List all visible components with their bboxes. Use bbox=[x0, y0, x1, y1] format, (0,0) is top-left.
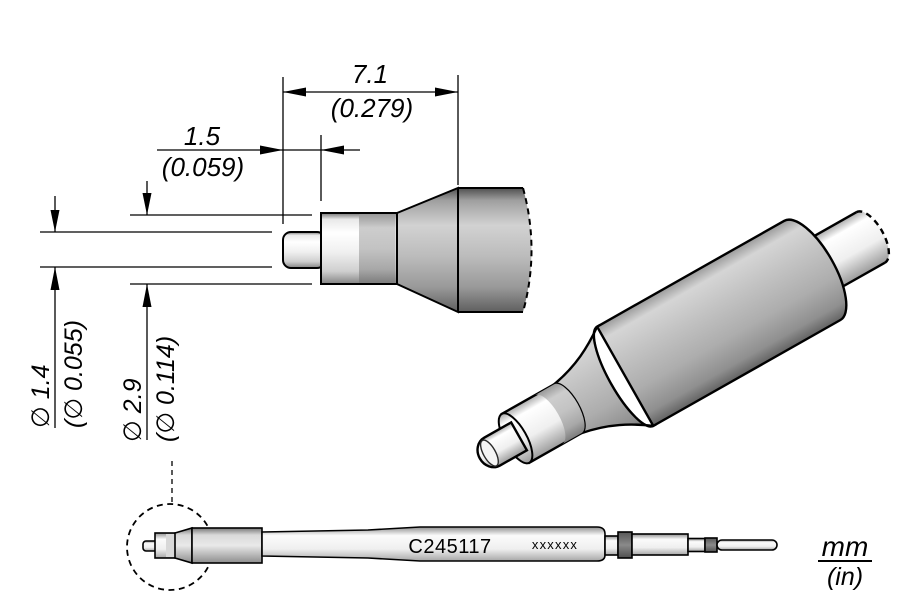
dim-front-length-mm: 7.1 bbox=[352, 59, 388, 89]
cartridge-3d-render bbox=[476, 210, 891, 469]
dim-tip-length-mm: 1.5 bbox=[184, 121, 221, 151]
dim-tip-diameter-mm: ∅ 1.4 bbox=[27, 365, 55, 428]
units-primary-label: mm bbox=[822, 531, 869, 562]
marking-placeholder-label: xxxxxx bbox=[532, 537, 578, 552]
dim-collar-diameter-in: (∅ 0.114) bbox=[152, 336, 180, 442]
contact-step bbox=[687, 537, 706, 553]
heater-body-small bbox=[191, 527, 263, 564]
shank-break-dashed-arc bbox=[855, 210, 891, 264]
body-3d bbox=[595, 218, 848, 428]
contact-pin bbox=[716, 539, 778, 551]
arrowhead-left-icon bbox=[283, 87, 306, 97]
dimension-tip-length: 1.5 (0.059) bbox=[157, 121, 360, 201]
body-cylinder-shape bbox=[458, 188, 532, 312]
units-secondary-label: (in) bbox=[827, 563, 863, 591]
arrowhead-left-icon bbox=[321, 145, 344, 155]
arrowhead-down-icon bbox=[142, 193, 152, 215]
tip-rod-shape bbox=[282, 231, 326, 269]
collar-dark-band bbox=[359, 214, 396, 283]
dim-tip-length-in: (0.059) bbox=[162, 152, 244, 182]
contact-tube bbox=[631, 533, 689, 556]
cone-shape bbox=[396, 186, 459, 314]
contact-ring-1 bbox=[617, 531, 633, 559]
tip-rod-front-face bbox=[479, 439, 499, 467]
arrowhead-right-icon bbox=[260, 145, 283, 155]
neck bbox=[604, 535, 619, 556]
part-number-label: C245117 bbox=[408, 536, 491, 558]
cartridge-full-view: C245117 xxxxxx bbox=[126, 461, 778, 591]
collar-dark-band-3d bbox=[534, 383, 585, 444]
dim-front-length-in: (0.279) bbox=[331, 93, 413, 123]
arrowhead-right-icon bbox=[435, 87, 458, 97]
dimension-tip-diameter: ∅ 1.4 (∅ 0.055) bbox=[27, 196, 272, 428]
arrowhead-down-icon bbox=[50, 210, 60, 232]
cone-small bbox=[174, 526, 193, 565]
collar-small-band bbox=[166, 534, 175, 557]
tip-detail-side-view bbox=[282, 186, 533, 314]
dimension-collar-diameter: ∅ 2.9 (∅ 0.114) bbox=[119, 181, 312, 442]
break-line-dashed-arc bbox=[522, 187, 533, 313]
dim-collar-diameter-mm: ∅ 2.9 bbox=[119, 378, 147, 442]
units-legend: mm (in) bbox=[818, 531, 872, 591]
contact-ring-2 bbox=[704, 537, 718, 553]
dim-tip-diameter-in: (∅ 0.055) bbox=[60, 320, 88, 428]
arrowhead-up-icon bbox=[142, 284, 152, 307]
dimension-front-length: 7.1 (0.279) bbox=[282, 59, 459, 224]
arrowhead-up-icon bbox=[50, 267, 60, 290]
